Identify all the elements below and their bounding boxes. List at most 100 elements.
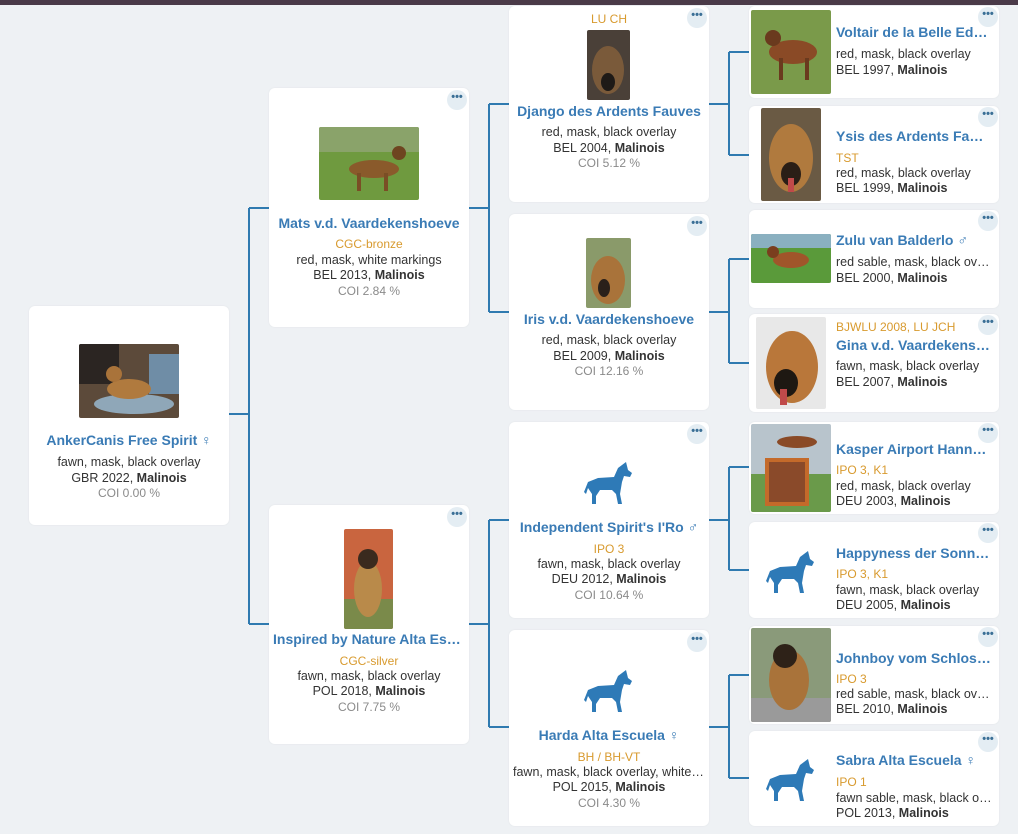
- dog-origin: DEU 2012, Malinois: [551, 572, 667, 586]
- more-options-button[interactable]: •••: [687, 424, 707, 444]
- dog-name[interactable]: Django des Ardents Fauves: [517, 103, 701, 119]
- more-options-button[interactable]: •••: [687, 8, 707, 28]
- dog-card-sds[interactable]: ••• Zulu van Balderlo ♂ red sable, mask,…: [749, 210, 999, 308]
- dog-name[interactable]: Harda Alta Escuela ♀: [538, 727, 680, 743]
- dog-photo[interactable]: [751, 424, 831, 512]
- dog-photo[interactable]: [751, 234, 831, 283]
- dog-origin: DEU 2005, Malinois: [836, 598, 951, 612]
- dog-card-dss[interactable]: ••• Kasper Airport Hannover IPO 3, K1 re…: [749, 422, 999, 514]
- more-options-button[interactable]: •••: [978, 211, 998, 231]
- dog-title: IPO 3, K1: [836, 567, 889, 581]
- dog-photo[interactable]: [319, 127, 419, 200]
- dog-origin: BEL 2004, Malinois: [553, 141, 665, 155]
- dog-name[interactable]: Mats v.d. Vaardekenshoeve: [278, 215, 460, 231]
- dog-photo[interactable]: [756, 317, 826, 409]
- dog-color: red, mask, black overlay: [836, 47, 971, 61]
- dog-title: IPO 1: [836, 775, 867, 789]
- dog-origin: BEL 2010, Malinois: [836, 702, 948, 716]
- dog-origin: POL 2018, Malinois: [312, 684, 426, 698]
- more-options-button[interactable]: •••: [978, 732, 998, 752]
- dog-name[interactable]: Ysis des Ardents Fauves: [836, 128, 991, 144]
- dog-color: red, mask, black overlay: [541, 333, 677, 347]
- dog-origin: BEL 2009, Malinois: [553, 349, 665, 363]
- male-icon: ♂: [957, 232, 968, 248]
- dog-title: BJWLU 2008, LU JCH: [836, 320, 956, 334]
- dog-name[interactable]: Kasper Airport Hannover: [836, 441, 991, 457]
- dog-title: IPO 3: [593, 542, 625, 556]
- dog-photo[interactable]: [79, 344, 179, 418]
- top-bar: [0, 0, 1018, 5]
- dog-photo[interactable]: [751, 10, 831, 94]
- dog-name[interactable]: Zulu van Balderlo ♂: [836, 232, 968, 248]
- dog-card-dam[interactable]: ••• Inspired by Nature Alta Escuela CGC-…: [269, 505, 469, 744]
- dog-photo[interactable]: [587, 30, 630, 100]
- dog-card-sire-sire[interactable]: ••• LU CH Django des Ardents Fauves red,…: [509, 6, 709, 202]
- dog-silhouette-icon: [766, 551, 814, 593]
- more-options-button[interactable]: •••: [978, 7, 998, 27]
- male-icon: ♂: [687, 519, 699, 535]
- more-options-button[interactable]: •••: [978, 315, 998, 335]
- dog-color: fawn sable, mask, black overlay: [836, 791, 993, 805]
- dog-origin: GBR 2022, Malinois: [71, 471, 187, 485]
- dog-silhouette-icon: [766, 759, 814, 801]
- dog-card-dsd[interactable]: ••• Happyness der Sonnenstadt IPO 3, K1 …: [749, 522, 999, 618]
- more-options-button[interactable]: •••: [978, 523, 998, 543]
- dog-color: fawn, mask, black overlay: [836, 359, 980, 373]
- dog-color: red sable, mask, black overlay: [836, 255, 994, 269]
- dog-color: red, mask, white markings: [296, 253, 442, 267]
- dog-color: fawn, mask, black overlay: [57, 455, 201, 469]
- dog-origin: BEL 1997, Malinois: [836, 63, 948, 77]
- more-options-button[interactable]: •••: [978, 107, 998, 127]
- dog-name[interactable]: Sabra Alta Escuela ♀: [836, 752, 976, 768]
- dog-photo[interactable]: [586, 238, 631, 308]
- dog-title: LU CH: [590, 12, 627, 26]
- female-icon: ♀: [668, 727, 680, 743]
- dog-color: red, mask, black overlay: [541, 125, 677, 139]
- dog-card-subject[interactable]: AnkerCanis Free Spirit ♀ fawn, mask, bla…: [29, 306, 229, 525]
- dog-name[interactable]: Independent Spirit's I'Ro ♂: [519, 519, 699, 535]
- dog-photo[interactable]: [344, 529, 393, 629]
- dog-name[interactable]: Johnboy vom Schloss Hohenberg: [836, 650, 994, 666]
- dog-name[interactable]: Gina v.d. Vaardekenshoeve: [836, 337, 991, 353]
- dog-card-sire[interactable]: ••• Mats v.d. Vaardekenshoeve CGC-bronze…: [269, 88, 469, 327]
- more-options-button[interactable]: •••: [687, 632, 707, 652]
- dog-silhouette-icon: [584, 670, 632, 712]
- dog-color: fawn, mask, black overlay: [537, 557, 681, 571]
- dog-card-ssd[interactable]: ••• Ysis des Ardents Fauves TST red, mas…: [749, 106, 999, 203]
- more-options-button[interactable]: •••: [978, 423, 998, 443]
- dog-color: red, mask, black overlay: [836, 479, 971, 493]
- dog-card-sdd[interactable]: ••• BJWLU 2008, LU JCH Gina v.d. Vaardek…: [749, 314, 999, 412]
- dog-origin: BEL 2007, Malinois: [836, 375, 948, 389]
- dog-color: red, mask, black overlay: [836, 166, 971, 180]
- female-icon: ♀: [965, 752, 976, 768]
- dog-name[interactable]: Voltair de la Belle Edise: [836, 24, 991, 40]
- more-options-button[interactable]: •••: [978, 627, 998, 647]
- dog-coi: COI 7.75 %: [337, 700, 401, 714]
- dog-coi: COI 5.12 %: [577, 156, 641, 170]
- dog-card-sss[interactable]: ••• Voltair de la Belle Edise red, mask,…: [749, 6, 999, 98]
- dog-name[interactable]: Iris v.d. Vaardekenshoeve: [523, 311, 695, 327]
- dog-color: fawn, mask, black overlay, white marking…: [513, 765, 705, 779]
- dog-name[interactable]: Inspired by Nature Alta Escuela: [273, 631, 465, 647]
- dog-photo[interactable]: [751, 628, 831, 722]
- more-options-button[interactable]: •••: [687, 216, 707, 236]
- more-options-button[interactable]: •••: [447, 507, 467, 527]
- dog-color: fawn, mask, black overlay: [297, 669, 441, 683]
- more-options-button[interactable]: •••: [447, 90, 467, 110]
- dog-name[interactable]: Happyness der Sonnenstadt: [836, 545, 991, 561]
- dog-origin: POL 2015, Malinois: [552, 780, 666, 794]
- dog-title: IPO 3, K1: [836, 463, 889, 477]
- dog-coi: COI 4.30 %: [577, 796, 641, 810]
- dog-coi: COI 12.16 %: [574, 364, 644, 378]
- dog-card-sire-dam[interactable]: ••• Iris v.d. Vaardekenshoeve red, mask,…: [509, 214, 709, 410]
- dog-color: red sable, mask, black overlay: [836, 687, 996, 701]
- dog-origin: POL 2013, Malinois: [836, 806, 949, 820]
- dog-card-dam-dam[interactable]: ••• Harda Alta Escuela ♀ BH / BH-VT fawn…: [509, 630, 709, 826]
- dog-card-dam-sire[interactable]: ••• Independent Spirit's I'Ro ♂ IPO 3 fa…: [509, 422, 709, 618]
- dog-card-ddd[interactable]: ••• Sabra Alta Escuela ♀ IPO 1 fawn sabl…: [749, 731, 999, 826]
- dog-photo[interactable]: [761, 108, 821, 201]
- dog-title: CGC-bronze: [335, 237, 403, 251]
- dog-origin: BEL 1999, Malinois: [836, 181, 948, 195]
- dog-card-dds[interactable]: ••• Johnboy vom Schloss Hohenberg IPO 3 …: [749, 626, 999, 724]
- dog-name[interactable]: AnkerCanis Free Spirit ♀: [46, 432, 212, 448]
